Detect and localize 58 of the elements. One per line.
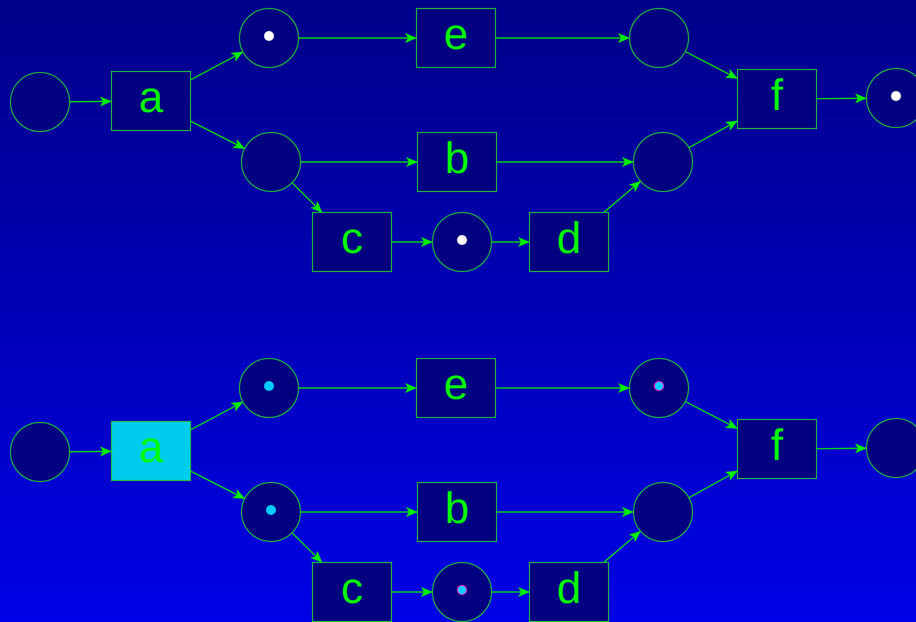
transition-box (111, 421, 191, 481)
arrow (301, 507, 418, 517)
transition-box (111, 71, 191, 131)
transition-box (417, 482, 497, 542)
arrow (496, 33, 630, 43)
arrow (685, 51, 738, 79)
arrow (392, 237, 433, 247)
transition-box (737, 69, 817, 129)
arrow (190, 402, 244, 430)
transition-label: e (444, 13, 468, 57)
place-circle (633, 132, 693, 192)
arrow (301, 157, 418, 167)
arrow (392, 587, 433, 597)
transition-box (417, 132, 497, 192)
transition-box (312, 562, 392, 622)
transition-box (529, 562, 609, 622)
arrow (817, 443, 867, 454)
arrow (492, 587, 530, 597)
place-circle (241, 132, 301, 192)
transition-label: f (770, 424, 784, 468)
arrow (685, 401, 738, 429)
transition-label: a (138, 426, 164, 470)
transition-label: b (444, 487, 470, 531)
transition-box (312, 212, 392, 272)
transition-box (529, 212, 609, 272)
transition-box (416, 358, 496, 418)
transition-label: a (138, 76, 164, 120)
transition-label: b (444, 137, 470, 181)
arrow (292, 532, 322, 563)
transition-box (737, 419, 817, 479)
place-circle (241, 482, 301, 542)
arrow (299, 383, 417, 393)
arrow (688, 120, 738, 148)
place-circle (866, 418, 916, 478)
transition-label: d (556, 217, 582, 261)
transition-label: c (341, 567, 363, 611)
arrow (604, 180, 641, 212)
place-circle (866, 68, 916, 128)
arrow (496, 383, 630, 393)
arrow (817, 93, 867, 104)
arrow (190, 52, 244, 80)
arrow (604, 530, 641, 562)
arrow (70, 96, 112, 106)
arrow (688, 470, 738, 498)
arrow (497, 157, 634, 167)
arrow (292, 182, 322, 213)
arrow (190, 470, 246, 499)
transition-label: f (770, 74, 784, 118)
transition-box (416, 8, 496, 68)
transition-label: c (341, 217, 363, 261)
transition-label: d (556, 567, 582, 611)
arrow (190, 120, 246, 149)
arrow (70, 446, 112, 456)
arrow (497, 507, 634, 517)
transition-label: e (444, 363, 468, 407)
arrow (299, 33, 417, 43)
arrow (492, 237, 530, 247)
place-circle (633, 482, 693, 542)
